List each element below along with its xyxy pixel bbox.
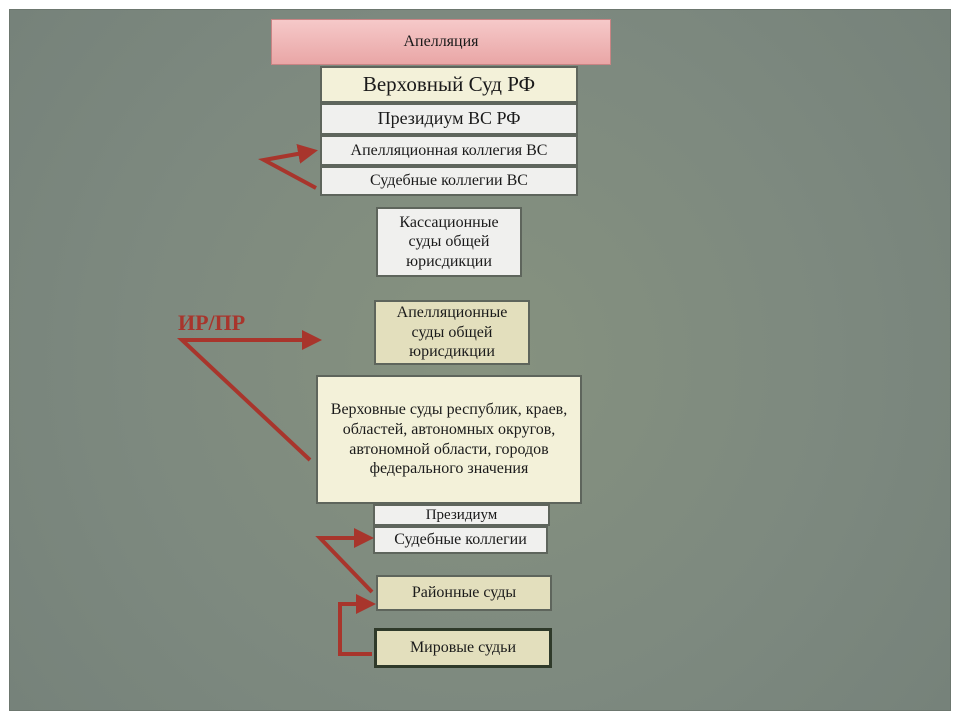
regional-judicial-boards-box: Судебные коллегии [373,526,548,554]
appeal-courts-box: Апелляционные суды общей юрисдикции [374,300,530,365]
supreme-presidium-box: Президиум ВС РФ [320,103,578,135]
regional-supreme-courts-box: Верховные суды республик, краев, областе… [316,375,582,504]
cassation-courts-box: Кассационные суды общей юрисдикции [376,207,522,277]
review-label: ИР/ПР [178,310,246,335]
magistrates-box: Мировые судьи [374,628,552,668]
supreme-appeal-board-box: Апелляционная коллегия ВС [320,135,578,166]
arrow-to-appeal-courts [176,330,322,462]
regional-presidium-box: Президиум [373,504,550,526]
supreme-court-box: Верховный Суд РФ [320,66,578,103]
district-courts-box: Районные суды [376,575,552,611]
arrow-supreme-appeal [258,143,318,190]
arrow-magistrates-to-district [338,594,376,656]
appeal-header-box: Апелляция [271,19,611,65]
supreme-judicial-boards-box: Судебные коллегии ВС [320,166,578,196]
arrow-district-to-regional [315,528,374,594]
